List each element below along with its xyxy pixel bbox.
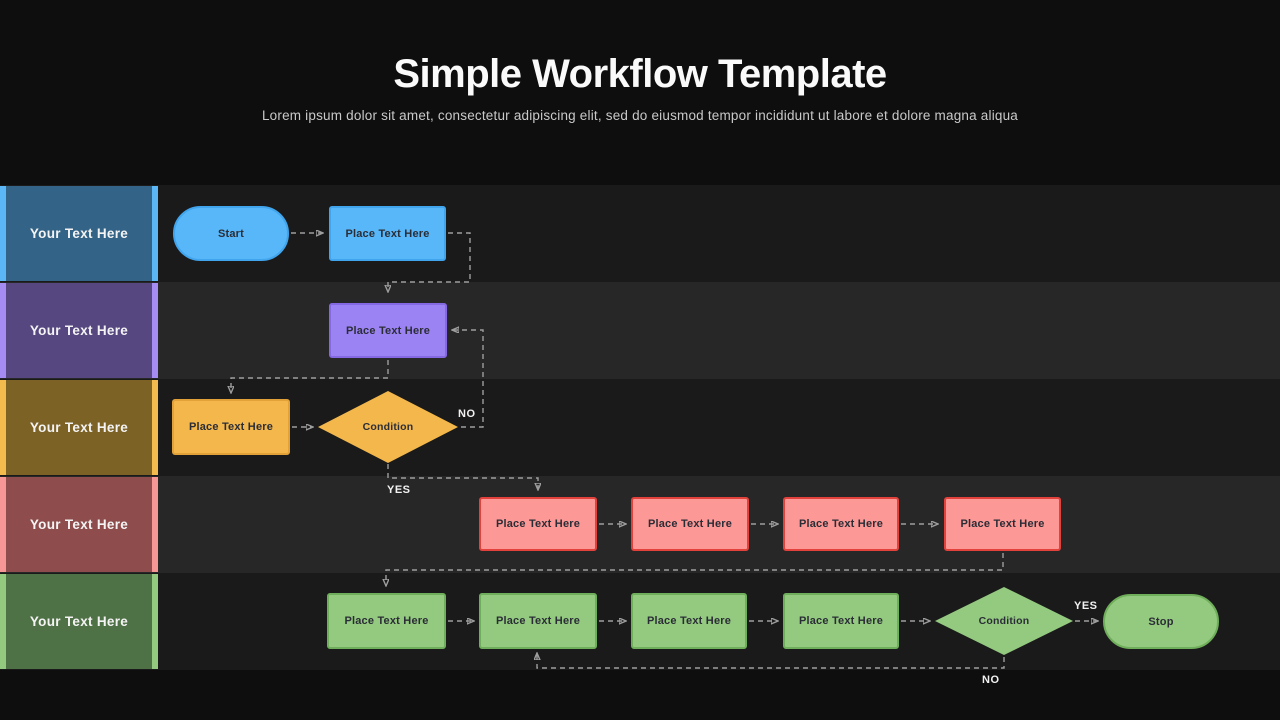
lane-2-label-text: Your Text Here <box>29 323 129 338</box>
flow-node-purple-process[interactable]: Place Text Here <box>329 303 447 358</box>
page-title: Simple Workflow Template <box>393 52 887 96</box>
swimlane-2: Your Text Here <box>0 282 1280 379</box>
flow-node-yellow-process[interactable]: Place Text Here <box>172 399 290 455</box>
lane-4-label[interactable]: Your Text Here <box>0 477 158 572</box>
edge-label-yes-1: YES <box>387 484 411 496</box>
edge-label-no-2: NO <box>982 674 1000 686</box>
flow-node-red-process-4[interactable]: Place Text Here <box>944 497 1061 551</box>
flow-node-red-process-2[interactable]: Place Text Here <box>631 497 749 551</box>
flow-node-red-process-1[interactable]: Place Text Here <box>479 497 597 551</box>
page-subtitle: Lorem ipsum dolor sit amet, consectetur … <box>261 108 1019 123</box>
lane-2-label[interactable]: Your Text Here <box>0 283 158 378</box>
flow-node-stop[interactable]: Stop <box>1103 594 1219 649</box>
lane-1-label-text: Your Text Here <box>29 226 129 241</box>
lane-5-label[interactable]: Your Text Here <box>0 574 158 669</box>
flow-node-green-process-3[interactable]: Place Text Here <box>631 593 747 649</box>
flow-node-red-process-3[interactable]: Place Text Here <box>783 497 899 551</box>
flow-node-green-process-4[interactable]: Place Text Here <box>783 593 899 649</box>
flow-node-green-process-1[interactable]: Place Text Here <box>327 593 446 649</box>
header: Simple Workflow Template Lorem ipsum dol… <box>0 0 1280 185</box>
edge-label-no-1: NO <box>458 408 476 420</box>
flow-node-green-process-2[interactable]: Place Text Here <box>479 593 597 649</box>
flow-node-start[interactable]: Start <box>173 206 289 261</box>
lane-4-label-text: Your Text Here <box>29 517 129 532</box>
lane-3-label[interactable]: Your Text Here <box>0 380 158 475</box>
flow-node-blue-process[interactable]: Place Text Here <box>329 206 446 261</box>
lane-5-label-text: Your Text Here <box>29 614 129 629</box>
edge-label-yes-2: YES <box>1074 600 1098 612</box>
lane-3-label-text: Your Text Here <box>29 420 129 435</box>
lane-1-label[interactable]: Your Text Here <box>0 186 158 281</box>
